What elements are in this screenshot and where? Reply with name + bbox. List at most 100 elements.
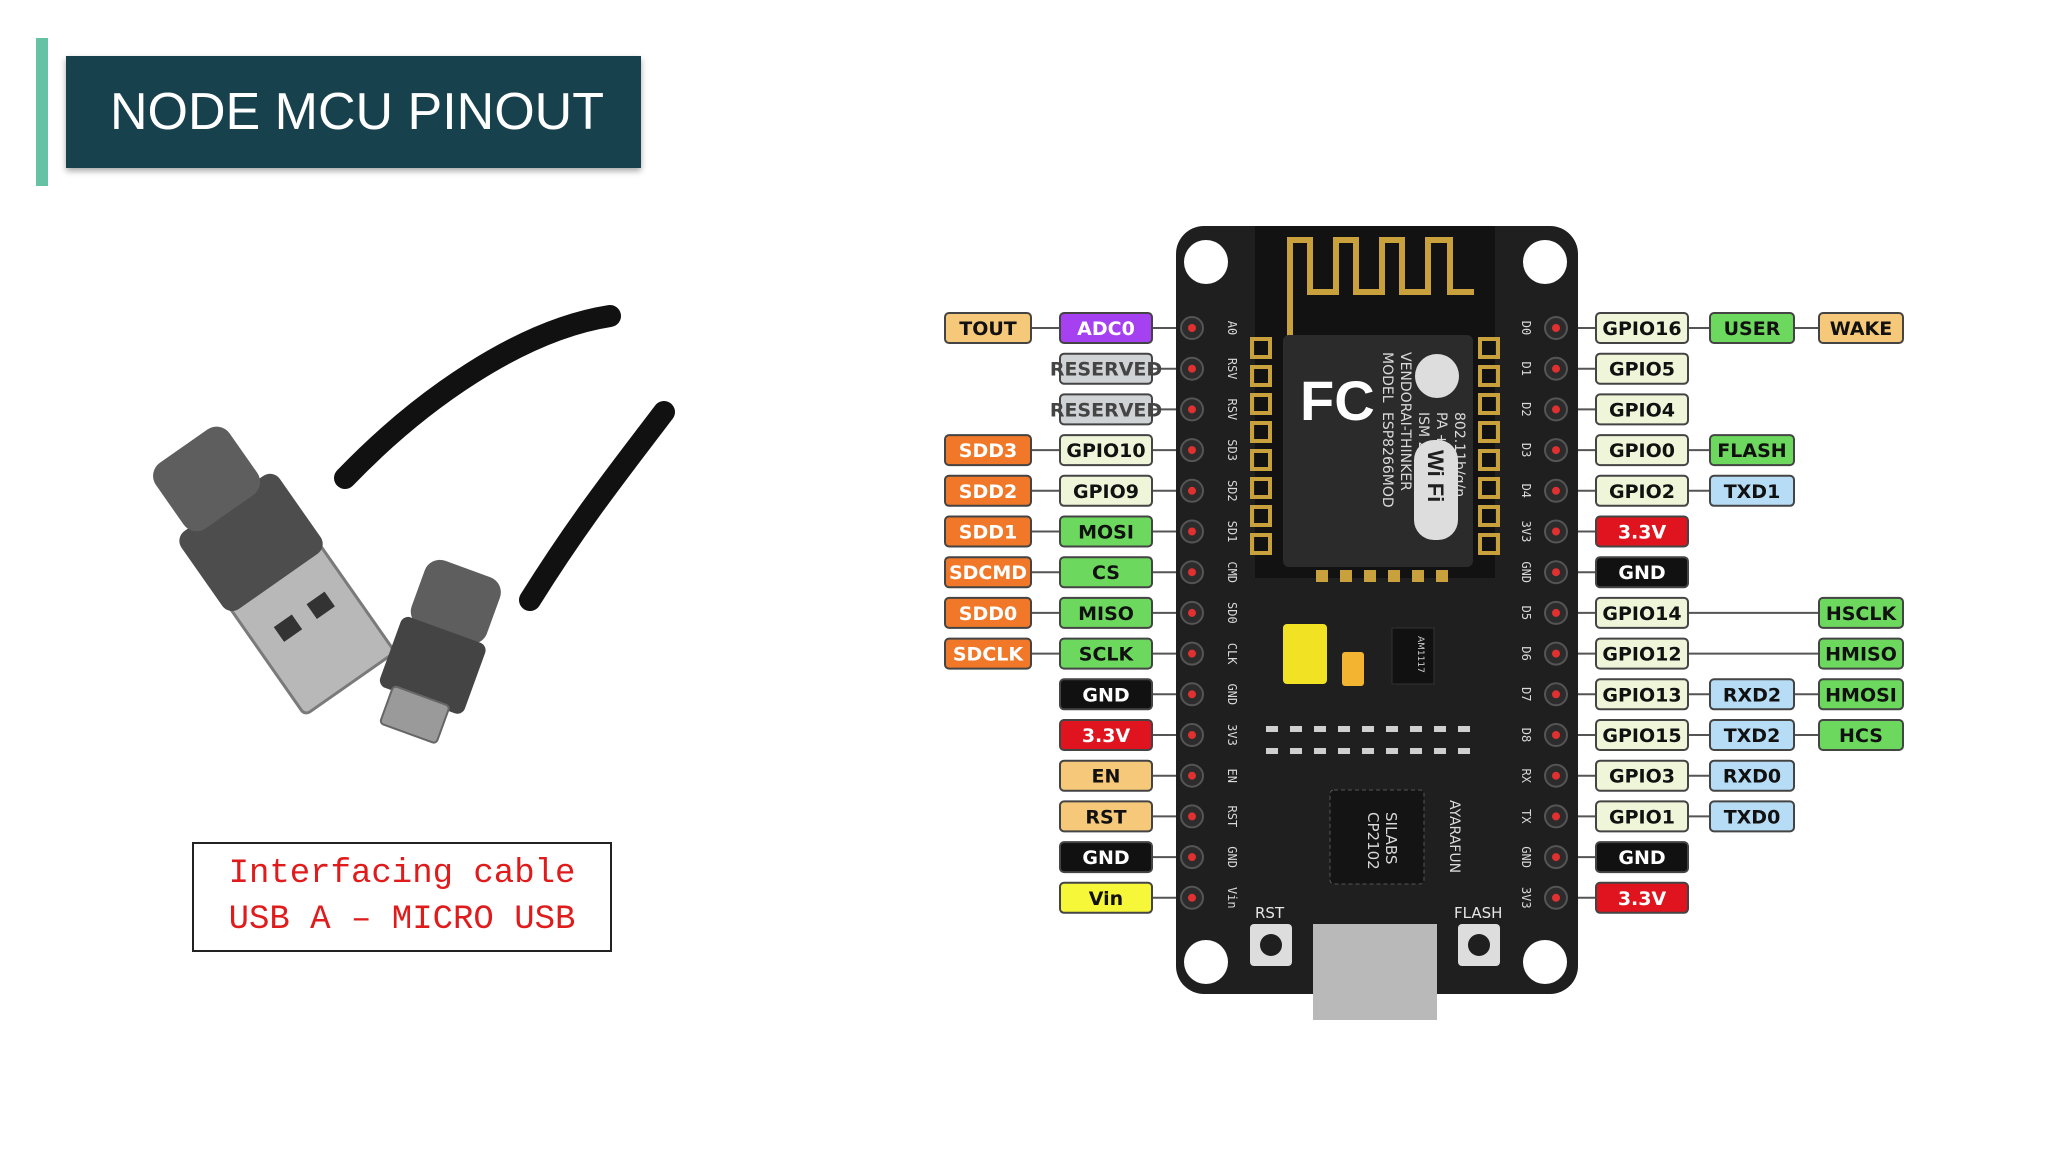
right-pin-label-3-0-box [1595,434,1689,467]
right-header-pin-dot-1 [1552,364,1560,373]
left-header-pin-dot-1 [1188,364,1196,373]
left-header-pin-dot-11 [1188,771,1196,780]
right-header-pin-dot-4 [1552,486,1560,495]
cable-caption: Interfacing cable USB A – MICRO USB [192,842,612,952]
castellation-pad-left-3 [1250,421,1272,443]
castellation-pad-right-6 [1478,505,1500,527]
right-pin-label-12-1-box [1709,800,1795,833]
left-pin-label-13-0: GND [1082,847,1129,869]
right-header-pin-dot-14 [1552,893,1560,902]
right-pin-label-14-0: 3.3V [1618,888,1667,910]
left-pin-label-7-1-box [944,596,1032,629]
smd-resistor-1-2 [1314,748,1326,754]
left-pin-label-8-1: SDCLK [953,644,1025,666]
right-silk-label-4: D4 [1519,484,1533,498]
right-pin-label-8-1: HMISO [1825,644,1897,666]
right-pin-label-13-0: GND [1618,847,1665,869]
right-pin-label-14-0-box [1595,881,1689,914]
right-pin-label-8-0-box [1595,637,1689,670]
wifi-logo-badge [1414,440,1458,540]
left-pin-label-7-1: SDD0 [959,603,1017,625]
right-pin-label-3-1-box [1709,434,1795,467]
right-pin-label-12-1: TXD0 [1724,806,1781,828]
left-header-pin-dot-14 [1188,893,1196,902]
smd-resistor-1-1 [1290,748,1302,754]
smd-resistor-1-0 [1266,748,1278,754]
right-pin-label-5-0-box [1595,515,1689,548]
left-pin-label-1-0: RESERVED [1050,359,1162,381]
flash-button-cap[interactable] [1468,934,1490,956]
right-header-pin-dot-12 [1552,812,1560,821]
module-vendor-value: AI-THINKER [1397,412,1413,491]
left-pin-label-5-1-box [944,515,1032,548]
left-header-pin-dot-5 [1188,527,1196,536]
castellation-pad-right-1 [1478,365,1500,387]
mounting-hole-top-right [1523,240,1567,284]
module-model-value: ESP8266MOD [1379,412,1395,508]
smd-resistor-0-6 [1410,726,1422,732]
right-silk-label-10: D8 [1519,728,1533,742]
right-pin-label-10-0-box [1595,719,1689,751]
left-pin-label-7-0-box [1059,596,1153,629]
left-pin-label-0-0: ADC0 [1077,318,1135,340]
left-pin-label-8-0: SCLK [1079,644,1135,666]
mounting-hole-bottom-right [1523,940,1567,984]
right-pin-label-9-2: HMOSI [1825,684,1897,706]
left-silk-label-1: RSV [1225,358,1239,380]
castellation-pad-left-0 [1250,337,1272,359]
smd-resistor-1-7 [1434,748,1446,754]
left-pin-label-3-0-box [1059,434,1153,467]
right-pin-label-10-2: HCS [1839,725,1883,747]
right-header-pin-dot-13 [1552,853,1560,862]
right-pin-label-7-0: GPIO14 [1602,603,1681,625]
left-pin-label-0-1-box [944,312,1032,344]
smd-resistor-0-0 [1266,726,1278,732]
right-pin-label-9-0: GPIO13 [1602,684,1681,706]
chip-vendor-label: SILABS [1382,812,1400,864]
right-silk-label-13: GND [1519,846,1533,868]
left-pin-label-10-0-box [1059,719,1153,751]
left-pin-label-6-1-box [944,556,1032,589]
left-header-pin-dot-10 [1188,731,1196,739]
right-pin-label-12-0: GPIO1 [1609,806,1675,828]
right-pin-label-2-0: GPIO4 [1609,399,1675,421]
rst-button-cap[interactable] [1260,934,1282,956]
right-pin-label-11-0: GPIO3 [1609,766,1675,788]
tantalum-capacitor [1283,624,1327,684]
right-pin-label-9-1: RXD2 [1723,684,1781,706]
board-body: FC MODEL VENDOR ESP8266MOD AI-THINKER IS… [1176,226,1578,1020]
module-castellations [1250,337,1500,582]
right-pin-label-9-0-box [1595,678,1689,711]
left-pin-label-8-1-box [944,637,1032,670]
right-pin-label-6-0-box [1595,556,1689,589]
left-silk-label-10: 3V3 [1225,724,1239,746]
left-pin-label-3-0: GPIO10 [1066,440,1145,462]
right-pin-label-4-1: TXD1 [1724,481,1781,503]
right-pin-label-4-0-box [1595,474,1689,507]
left-pin-label-2-0: RESERVED [1050,399,1162,421]
left-silk-label-3: SD3 [1225,439,1239,461]
smd-resistor-0-8 [1458,726,1470,732]
left-header-pin-dot-0 [1188,324,1196,332]
left-header-pin-dot-6 [1188,568,1196,577]
right-header-pin-dot-5 [1552,527,1560,536]
left-pin-label-12-0: RST [1085,806,1126,828]
left-header-pin-dot-8 [1188,649,1196,658]
right-pin-label-3-1: FLASH [1717,440,1786,462]
smd-resistor-0-3 [1338,726,1350,732]
flash-button-label: FLASH [1454,904,1502,922]
left-pin-label-14-0: Vin [1089,888,1123,910]
cable-caption-line1: Interfacing cable [228,855,576,893]
castellation-pad-right-4 [1478,449,1500,471]
smd-components [1266,726,1470,754]
right-pin-label-11-1-box [1709,759,1795,792]
smd-resistor-1-8 [1458,748,1470,754]
left-header-pin-dot-7 [1188,608,1196,617]
right-header-pin-dot-10 [1552,731,1560,739]
mounting-hole-bottom-left [1184,940,1228,984]
smd-resistor-0-2 [1314,726,1326,732]
castellation-pad-bottom-0 [1316,570,1328,582]
left-pin-label-3-1-box [944,434,1032,467]
castellation-pad-left-6 [1250,505,1272,527]
